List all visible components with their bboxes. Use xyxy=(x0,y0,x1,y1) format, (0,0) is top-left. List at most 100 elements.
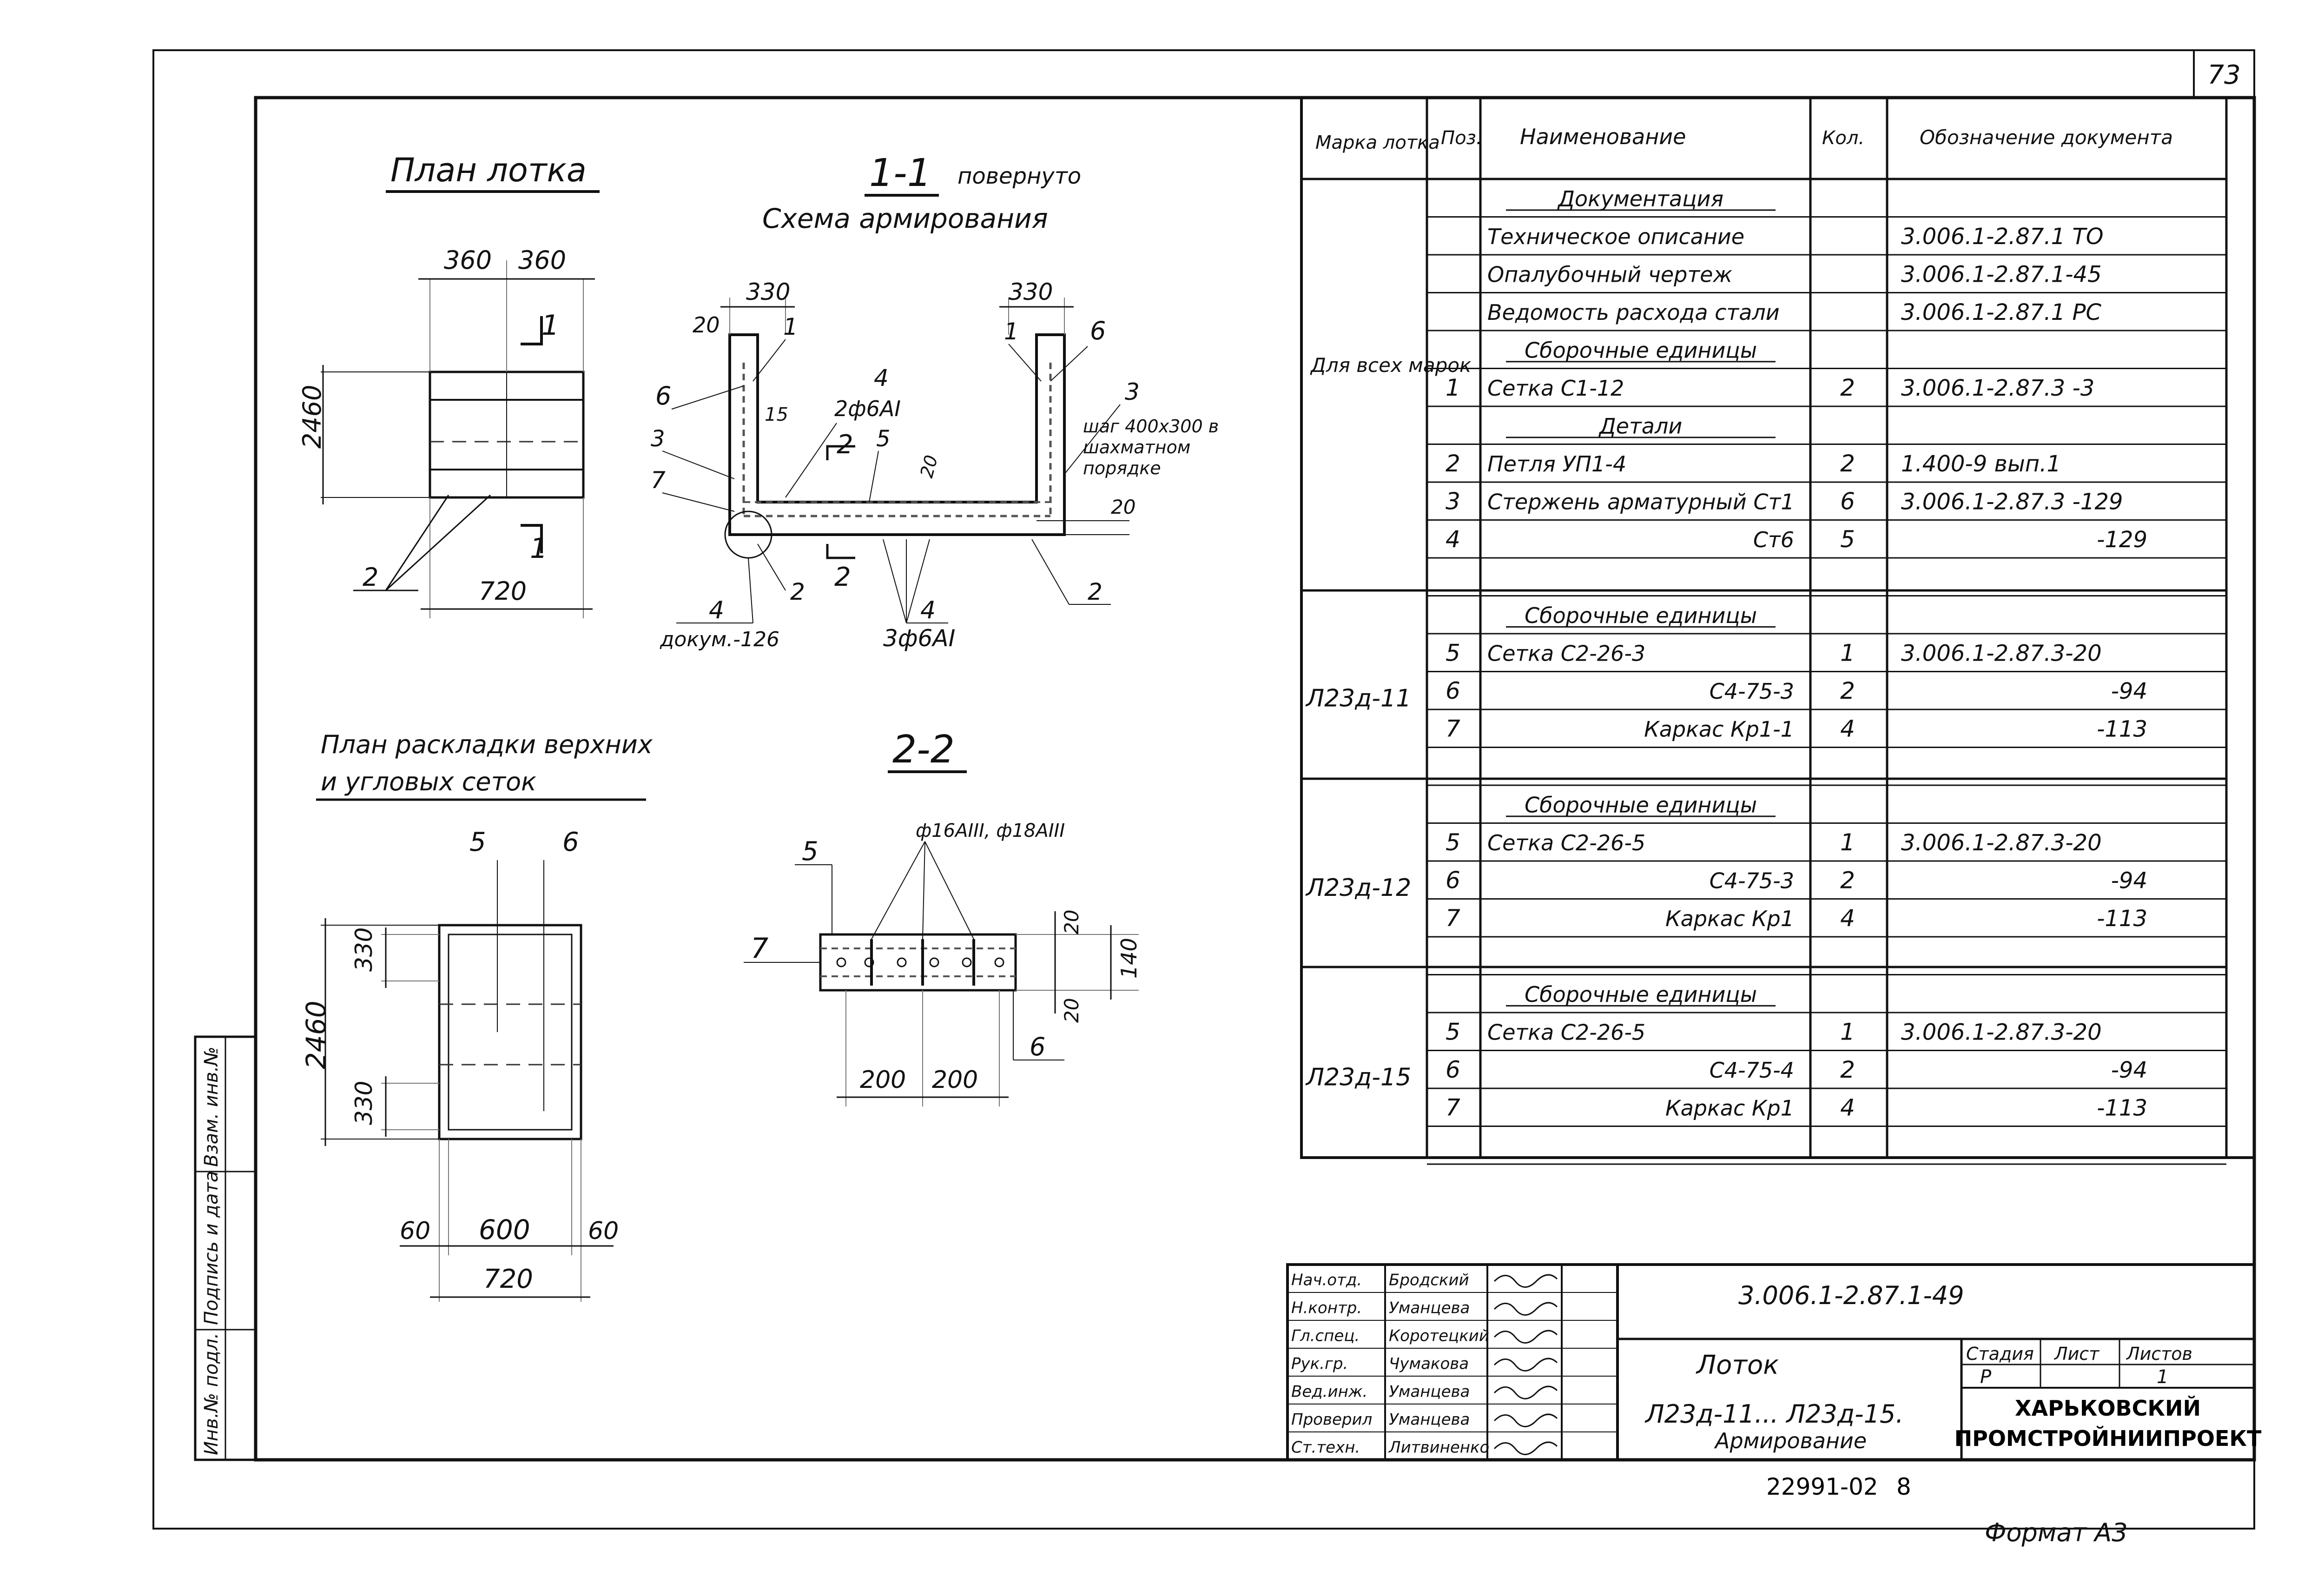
spec-cell-doc: -94 xyxy=(2111,678,2147,704)
sheets-header: Листов xyxy=(2126,1344,2192,1364)
signature-role: Рук.гр. xyxy=(1291,1354,1348,1373)
spec-cell-pos: 7 xyxy=(1446,715,1460,742)
spec-cell-doc: 3.006.1-2.87.3-20 xyxy=(1901,830,2102,856)
spec-cell-qty: 1 xyxy=(1840,640,1855,667)
svg-text:4: 4 xyxy=(920,596,936,624)
spec-cell-qty: 4 xyxy=(1840,1094,1855,1121)
spec-cell-pos: 2 xyxy=(1446,450,1460,477)
spec-cell-qty: 2 xyxy=(1840,374,1855,401)
side-stamp-sign: Подпись и дата xyxy=(201,1171,222,1325)
svg-text:2460: 2460 xyxy=(297,385,327,449)
spec-cell-qty: 1 xyxy=(1840,829,1855,856)
spec-cell-doc: 3.006.1-2.87.1-45 xyxy=(1901,262,2102,288)
signature-scribble xyxy=(1493,1441,1558,1455)
group-label-all: Для всех марок xyxy=(1310,354,1472,377)
svg-text:330: 330 xyxy=(1009,278,1053,305)
svg-text:720: 720 xyxy=(483,1264,533,1294)
svg-text:20: 20 xyxy=(1111,496,1136,518)
svg-text:2: 2 xyxy=(834,562,851,592)
spec-cell-mark: Л23д-12 xyxy=(1305,874,1411,902)
signature-role: Н.контр. xyxy=(1291,1298,1362,1317)
spec-cell-qty: 2 xyxy=(1840,677,1855,704)
mesh-plan-outline xyxy=(438,924,582,1140)
svg-text:360: 360 xyxy=(444,245,492,275)
archive-page: 8 xyxy=(1896,1473,1911,1500)
svg-text:3ф6АI: 3ф6АI xyxy=(883,625,955,652)
signature-scribble xyxy=(1493,1358,1558,1371)
spec-cell-name: С4-75-4 xyxy=(1710,1058,1794,1083)
sheet-number: 73 xyxy=(2207,60,2240,90)
svg-text:140: 140 xyxy=(1116,938,1142,979)
svg-text:330: 330 xyxy=(350,1081,377,1125)
svg-text:6: 6 xyxy=(655,381,671,411)
mesh-plan-view: План раскладки верхних и угловых сеток 5… xyxy=(300,730,653,1302)
svg-text:2: 2 xyxy=(363,563,378,592)
svg-text:2: 2 xyxy=(837,430,853,460)
spec-cell-pos: 6 xyxy=(1446,867,1460,894)
svg-text:5: 5 xyxy=(802,836,819,867)
svg-text:порядке: порядке xyxy=(1083,458,1161,478)
spec-cell-name: Сборочные единицы xyxy=(1525,982,1757,1007)
svg-text:2: 2 xyxy=(790,578,805,605)
signature-name: Чумакова xyxy=(1389,1354,1469,1373)
spec-cell-pos: 1 xyxy=(1446,374,1460,401)
org-name-2: ПРОМСТРОЙНИИПРОЕКТ xyxy=(1954,1426,2262,1451)
mesh-plan-title-1: План раскладки верхних xyxy=(321,730,653,759)
spec-cell-pos: 5 xyxy=(1446,829,1460,856)
svg-text:докум.-126: докум.-126 xyxy=(660,628,779,651)
doc-code: 3.006.1-2.87.1-49 xyxy=(1738,1281,1964,1310)
spec-cell-doc: -129 xyxy=(2097,527,2147,553)
spec-cell-pos: 4 xyxy=(1446,526,1460,553)
spec-cell-name: Стержень арматурный Ст1 xyxy=(1487,490,1795,515)
spec-cell-doc: -113 xyxy=(2097,1095,2147,1121)
svg-text:330: 330 xyxy=(350,927,377,972)
signature-name: Бродский xyxy=(1389,1271,1469,1289)
svg-text:20: 20 xyxy=(916,453,942,480)
signature-name: Коротецкий xyxy=(1389,1326,1489,1345)
signature-name: Уманцева xyxy=(1389,1382,1470,1401)
spec-cell-name: Опалубочный чертеж xyxy=(1487,262,1732,287)
spec-cell-qty: 4 xyxy=(1840,715,1855,742)
svg-text:2: 2 xyxy=(1088,578,1103,605)
svg-text:ф16АIII, ф18АIII: ф16АIII, ф18АIII xyxy=(916,820,1065,841)
spec-cell-doc: 3.006.1-2.87.3-20 xyxy=(1901,1020,2102,1046)
spec-cell-qty: 2 xyxy=(1840,450,1855,477)
section-1-1-subtitle: Схема армирования xyxy=(762,203,1048,234)
side-stamp-inv: Инв.№ подл. xyxy=(201,1333,222,1455)
svg-text:1: 1 xyxy=(530,532,548,565)
spec-cell-doc: 3.006.1-2.87.3 -3 xyxy=(1901,375,2094,401)
svg-text:6: 6 xyxy=(1030,1032,1045,1061)
svg-text:200: 200 xyxy=(932,1066,978,1094)
svg-text:60: 60 xyxy=(400,1217,430,1245)
spec-cell-name: Петля УП1-4 xyxy=(1487,451,1626,477)
stage-header: Стадия xyxy=(1966,1344,2034,1364)
spec-cell-name: С4-75-3 xyxy=(1710,868,1794,894)
svg-text:7: 7 xyxy=(651,467,666,494)
format-label: Формат А3 xyxy=(1985,1518,2128,1547)
archive-number: 22991-02 xyxy=(1766,1473,1878,1500)
spec-cell-doc: 3.006.1-2.87.3-20 xyxy=(1901,641,2102,667)
spec-cell-pos: 6 xyxy=(1446,1056,1460,1083)
signature-name: Литвиненко xyxy=(1388,1438,1489,1457)
side-stamp-replace: Взам. инв.№ xyxy=(201,1047,222,1167)
svg-text:повернуто: повернуто xyxy=(957,163,1081,189)
object-name: Лоток xyxy=(1696,1350,1779,1380)
stage-value: Р xyxy=(1980,1366,1992,1388)
svg-text:шаг 400х300 в: шаг 400х300 в xyxy=(1083,416,1219,437)
spec-cell-name: Ст6 xyxy=(1753,527,1794,552)
col-header-name: Наименование xyxy=(1520,124,1686,149)
spec-cell-qty: 1 xyxy=(1840,1019,1855,1046)
spec-cell-doc: 1.400-9 вып.1 xyxy=(1901,451,2061,477)
svg-text:4: 4 xyxy=(874,364,889,391)
spec-cell-pos: 5 xyxy=(1446,640,1460,667)
svg-text:3: 3 xyxy=(651,426,665,452)
svg-text:5: 5 xyxy=(469,827,486,857)
spec-cell-doc: -113 xyxy=(2097,716,2147,742)
sheet-header: Лист xyxy=(2053,1344,2100,1364)
spec-cell-qty: 6 xyxy=(1840,488,1855,515)
spec-cell-qty: 5 xyxy=(1840,526,1855,553)
side-stamp: Инв.№ подл. Подпись и дата Взам. инв.№ xyxy=(194,1035,257,1461)
description-1: Л23д-11... Л23д-15. xyxy=(1644,1399,1904,1429)
svg-text:60: 60 xyxy=(588,1217,619,1245)
